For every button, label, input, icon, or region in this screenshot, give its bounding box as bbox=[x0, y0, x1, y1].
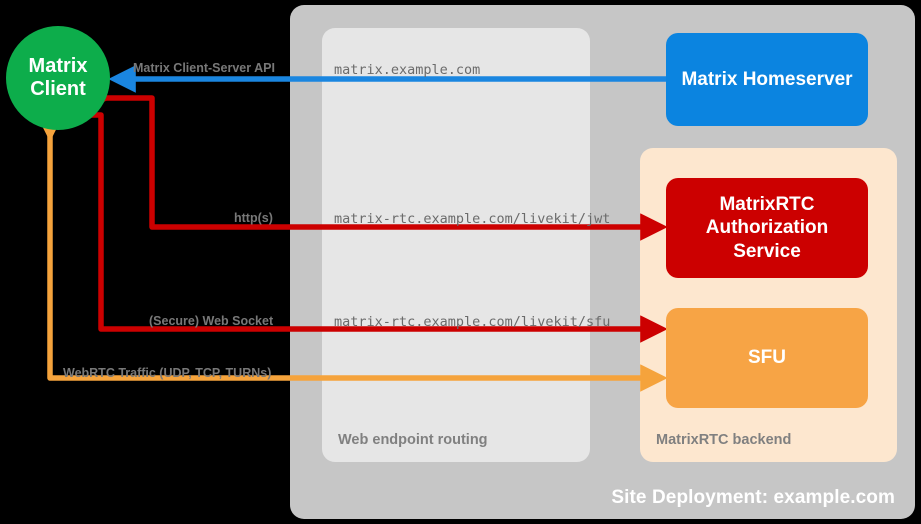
node-matrix-client[interactable]: Matrix Client bbox=[6, 26, 110, 130]
protocol-label-webrtc: WebRTC Traffic (UDP, TCP, TURNs) bbox=[63, 366, 272, 380]
sfu-label: SFU bbox=[748, 347, 786, 369]
endpoint-livekit-jwt: matrix-rtc.example.com/livekit/jwt bbox=[334, 211, 611, 227]
auth-service-label-line2: Authorization bbox=[705, 217, 829, 239]
matrix-client-label-line2: Client bbox=[30, 78, 86, 100]
protocol-label-client-server-api: Matrix Client-Server API bbox=[133, 61, 275, 75]
endpoint-livekit-sfu: matrix-rtc.example.com/livekit/sfu bbox=[334, 314, 611, 330]
node-matrixrtc-authorization-service[interactable]: MatrixRTC Authorization Service bbox=[666, 178, 868, 278]
protocol-label-websocket: (Secure) Web Socket bbox=[149, 314, 274, 328]
matrix-client-label-line1: Matrix bbox=[28, 55, 88, 77]
web-endpoint-routing-label: Web endpoint routing bbox=[338, 432, 488, 448]
matrix-homeserver-label: Matrix Homeserver bbox=[681, 68, 853, 90]
site-deployment-label: Site Deployment: example.com bbox=[611, 487, 895, 508]
protocol-label-https: http(s) bbox=[234, 211, 273, 225]
auth-service-label-line3: Service bbox=[733, 240, 801, 262]
matrixrtc-backend-label: MatrixRTC backend bbox=[656, 432, 792, 448]
web-endpoint-routing-container: Web endpoint routing bbox=[322, 28, 590, 462]
node-matrix-homeserver[interactable]: Matrix Homeserver bbox=[666, 33, 868, 126]
node-sfu[interactable]: SFU bbox=[666, 308, 868, 408]
endpoint-matrix-domain: matrix.example.com bbox=[334, 62, 481, 78]
auth-service-label-line1: MatrixRTC bbox=[719, 194, 815, 216]
